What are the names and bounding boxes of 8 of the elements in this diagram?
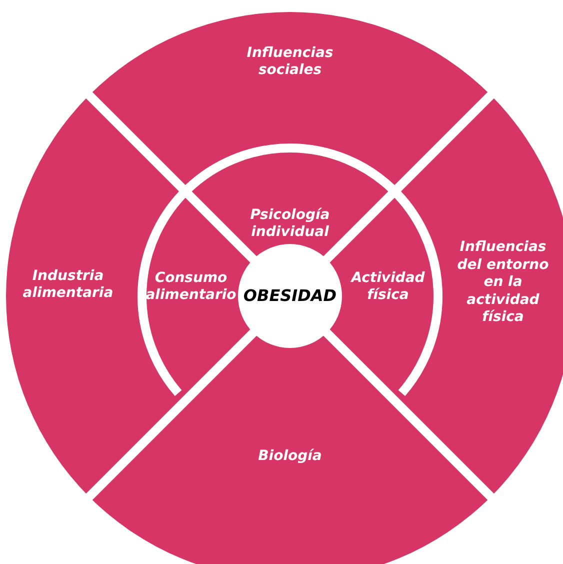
- sector-label: Actividad física: [350, 270, 426, 304]
- sector-label: Consumo alimentario: [144, 270, 238, 304]
- sector-label: Biología: [258, 448, 322, 466]
- sector-label: Influencias del entorno en la actividad física: [456, 239, 550, 327]
- sector-label: Industria alimentaria: [22, 268, 114, 302]
- sector-label: Influencias sociales: [246, 44, 334, 80]
- sector-label: Psicología individual: [249, 206, 331, 242]
- center-label: OBESIDAD: [243, 286, 337, 306]
